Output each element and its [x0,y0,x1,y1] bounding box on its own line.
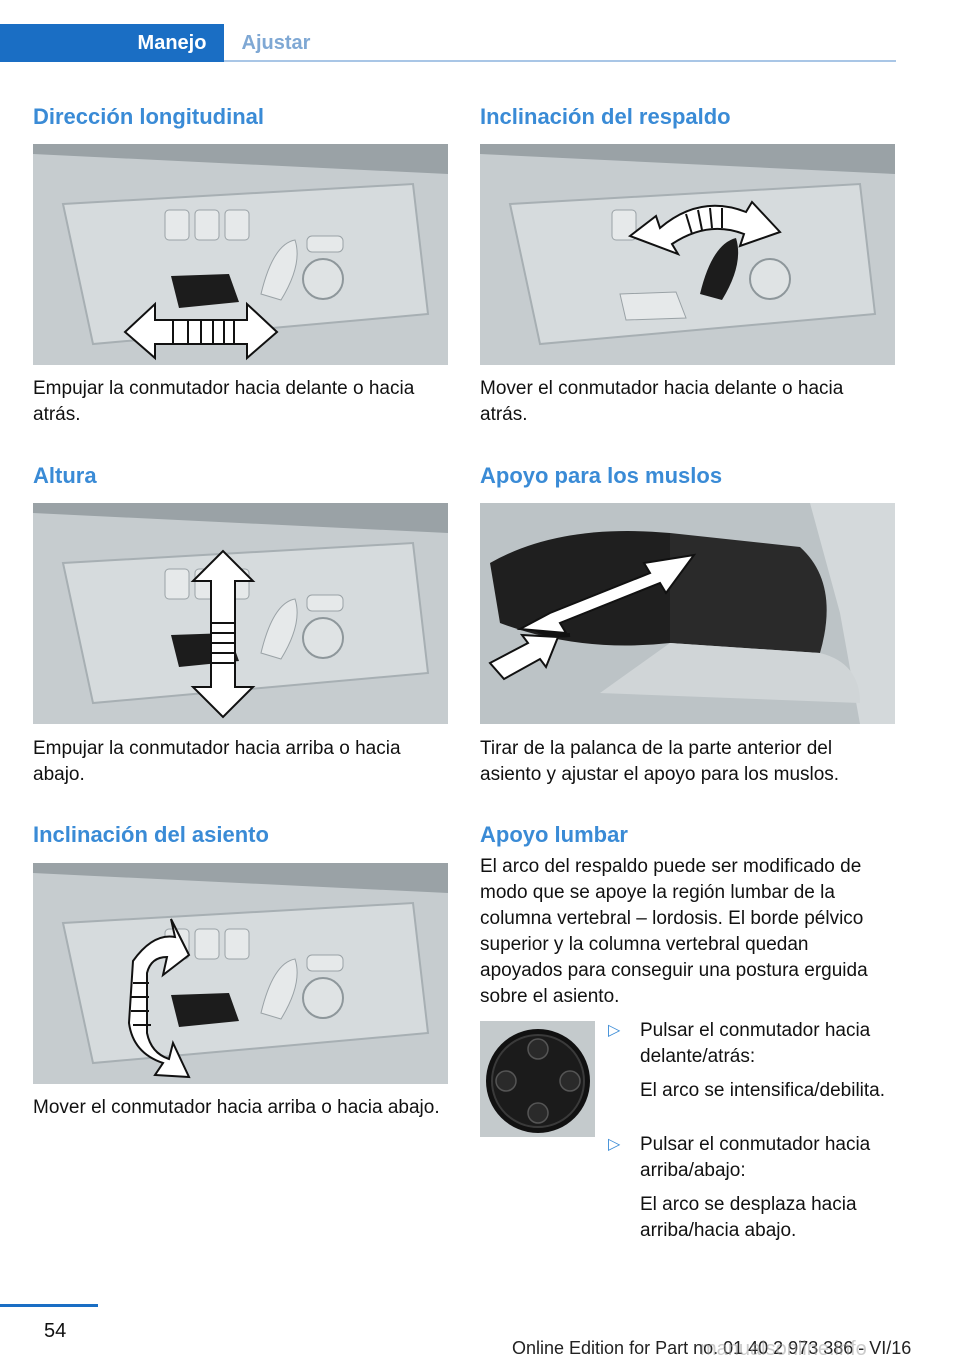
bullet-item-2: ▷ Pulsar el conmutador hacia arriba/abaj… [608,1132,908,1241]
triangle-bullet-icon: ▷ [608,1022,621,1039]
header-bar: Manejo Ajustar [0,0,960,62]
caption-direccion-longitudinal: Empujar la conmutador hacia delante o ha… [33,378,415,425]
tab-manejo[interactable]: Manejo [120,24,224,62]
edition-note: Online Edition for Part no. 01 40 2 973 … [512,1338,912,1358]
figure-seat-longitudinal [33,144,448,365]
figure-seat-height [33,503,448,724]
caption-inclinacion-asiento: Mover el conmutador hacia arriba o hacia… [33,1097,440,1118]
page-number: 54 [44,1320,67,1342]
figure-lumbar-switch [480,1021,595,1137]
bullet-2-result: El arco se desplaza hacia arriba/hacia a… [640,1194,857,1241]
heading-inclinacion-asiento: Inclinación del asiento [33,822,269,847]
header-accent [0,24,120,62]
footer-rule [0,1304,98,1307]
heading-altura: Altura [33,463,97,488]
figure-seat-tilt [33,863,448,1084]
triangle-bullet-icon: ▷ [608,1136,621,1153]
watermark: manualsonline.info [700,1338,867,1360]
heading-apoyo-muslos: Apoyo para los muslos [480,463,723,488]
heading-inclinacion-respaldo: Inclinación del respaldo [480,104,731,129]
caption-inclinacion-respaldo: Mover el conmutador hacia delante o haci… [480,378,844,425]
bullet-item-1: ▷ Pulsar el conmutador hacia delante/atr… [608,1018,908,1122]
heading-direccion-longitudinal: Dirección longitudinal [33,104,265,129]
bullet-2-action: Pulsar el conmutador hacia arriba/abajo: [640,1134,871,1181]
header-rule [224,60,896,62]
bullet-1-result: El arco se intensifica/debilita. [640,1080,886,1101]
tab-ajustar[interactable]: Ajustar [241,31,311,54]
heading-apoyo-lumbar: Apoyo lumbar [480,822,628,847]
figure-thigh-support [480,503,895,724]
bullet-1-action: Pulsar el conmutador hacia delante/atrás… [640,1020,871,1067]
figure-backrest-tilt [480,144,895,365]
lumbar-description: El arco del respaldo puede ser modificad… [480,856,868,1007]
caption-apoyo-muslos: Tirar de la palanca de la parte anterior… [480,738,840,785]
caption-altura: Empujar la conmutador hacia arriba o hac… [33,738,401,785]
